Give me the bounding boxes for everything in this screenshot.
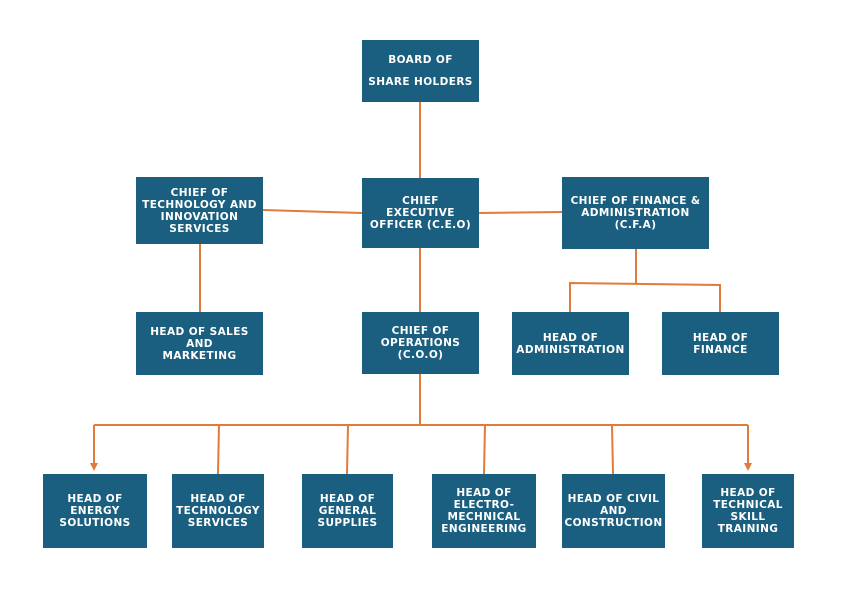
ceo-to-cfa-line [477,211,563,214]
coo-label: CHIEF OF OPERATIONS (C.O.O) [380,325,461,361]
head-of-civil-and-construction-box: HEAD OF CIVIL AND CONSTRUCTION [562,474,665,548]
head-of-administration-label: HEAD OF ADMINISTRATION [516,331,625,356]
board-of-share-holders-label: BOARD OF SHARE HOLDERS [368,54,473,88]
head-of-general-supplies-box: HEAD OF GENERAL SUPPLIES [302,474,393,548]
cfa-label: CHIEF OF FINANCE & ADMINISTRATION (C.F.A… [570,195,701,231]
head-of-civil-and-construction-label: HEAD OF CIVIL AND CONSTRUCTION [564,493,663,529]
head-of-technology-services-label: HEAD OF TECHNOLOGY SERVICES [176,493,260,529]
head-of-electro-mechnical-engineering-box: HEAD OF ELECTRO- MECHNICAL ENGINEERING [432,474,536,548]
cfa-box: CHIEF OF FINANCE & ADMINISTRATION (C.F.A… [562,177,709,249]
head-of-energy-solutions-label: HEAD OF ENERGY SOLUTIONS [59,493,131,529]
board-of-share-holders-box: BOARD OF SHARE HOLDERS [362,40,479,102]
branch-civil-line [611,424,614,475]
head-of-sales-and-marketing-box: HEAD OF SALES AND MARKETING [136,312,263,375]
head-of-general-supplies-label: HEAD OF GENERAL SUPPLIES [317,493,378,529]
cto-box: CHIEF OF TECHNOLOGY AND INNOVATION SERVI… [136,177,263,244]
head-of-sales-and-marketing-label: HEAD OF SALES AND MARKETING [150,325,249,362]
head-of-administration-box: HEAD OF ADMINISTRATION [512,312,629,375]
head-of-electro-mechnical-engineering-label: HEAD OF ELECTRO- MECHNICAL ENGINEERING [441,487,527,535]
branch-general-supplies-line [346,424,349,475]
cto-label: CHIEF OF TECHNOLOGY AND INNOVATION SERVI… [142,186,257,235]
branch-electro-line [483,424,486,475]
cfa-branch-line [569,281,721,312]
head-of-energy-solutions-box: HEAD OF ENERGY SOLUTIONS [43,474,147,548]
ceo-label: CHIEF EXECUTIVE OFFICER (C.E.O) [369,195,472,231]
head-of-technology-services-box: HEAD OF TECHNOLOGY SERVICES [172,474,264,548]
ceo-box: CHIEF EXECUTIVE OFFICER (C.E.O) [362,178,479,248]
head-of-technical-skill-training-label: HEAD OF TECHNICAL SKILL TRAINING [713,487,783,535]
branch-tech-services-line [217,424,220,475]
cto-to-ceo-line [262,209,363,214]
head-of-finance-box: HEAD OF FINANCE [662,312,779,375]
head-of-technical-skill-training-box: HEAD OF TECHNICAL SKILL TRAINING [702,474,794,548]
coo-box: CHIEF OF OPERATIONS (C.O.O) [362,312,479,374]
head-of-finance-label: HEAD OF FINANCE [692,331,749,356]
